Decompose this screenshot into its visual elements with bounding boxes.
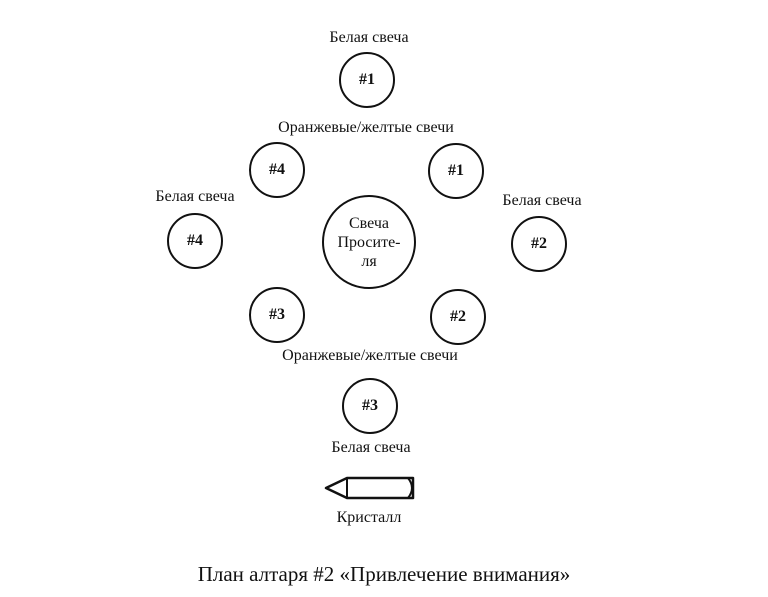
label-orange-yellow-candles-top: Оранжевые/желтые свечи (278, 119, 454, 136)
crystal-icon (324, 476, 415, 500)
orange-candle-3: #3 (249, 287, 305, 343)
petitioner-candle-line3: ля (361, 252, 377, 270)
white-candle-2: #2 (511, 216, 567, 272)
orange-candle-2: #2 (430, 289, 486, 345)
label-white-candle-top: Белая свеча (329, 29, 409, 46)
diagram-caption: План алтаря #2 «Привлечение внимания» (197, 562, 571, 586)
orange-candle-4: #4 (249, 142, 305, 198)
white-candle-4: #4 (167, 213, 223, 269)
petitioner-candle: Свеча Просите- ля (322, 195, 416, 289)
label-white-candle-right: Белая свеча (502, 192, 582, 209)
label-white-candle-bottom: Белая свеча (331, 439, 411, 456)
white-candle-1: #1 (339, 52, 395, 108)
label-white-candle-left: Белая свеча (155, 188, 235, 205)
orange-candle-1: #1 (428, 143, 484, 199)
label-crystal: Кристалл (336, 509, 402, 526)
label-orange-yellow-candles-bottom: Оранжевые/желтые свечи (282, 347, 458, 364)
petitioner-candle-line1: Свеча (349, 214, 389, 232)
white-candle-3: #3 (342, 378, 398, 434)
petitioner-candle-line2: Просите- (337, 233, 401, 251)
